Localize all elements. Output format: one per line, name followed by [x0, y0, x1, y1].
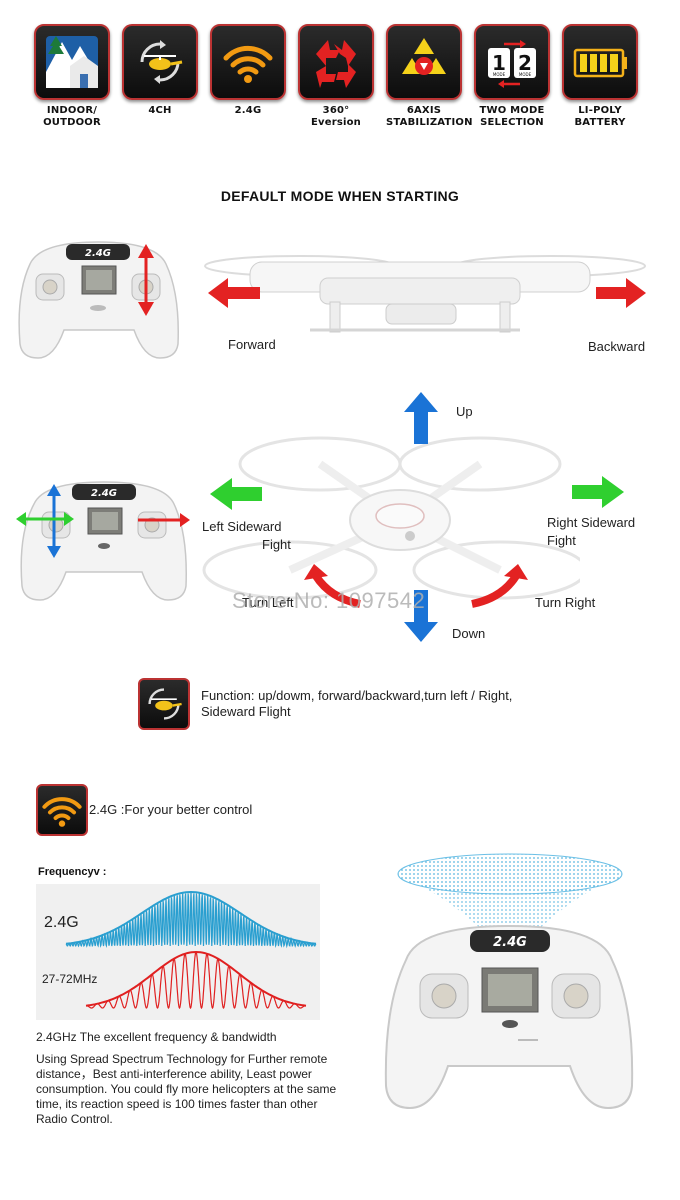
triangle-stabilization-icon: [386, 24, 462, 100]
feature-caption: INDOOR/: [46, 105, 98, 116]
frequency-waves: [65, 890, 317, 1010]
mode-two-digit: 2: [518, 51, 532, 75]
function-helicopter-icon: [138, 678, 190, 730]
feature-indoor-outdoor: INDOOR/OUTDOOR: [34, 24, 110, 129]
frequency-title: Frequencyv :: [38, 866, 107, 878]
wifi-signal-icon: [210, 24, 286, 100]
drone-side-view: [204, 255, 646, 333]
feature-caption: SELECTION: [480, 117, 544, 128]
spec-line: 2.4GHz The excellent frequency & bandwid…: [36, 1030, 277, 1044]
battery-icon: [562, 24, 638, 100]
left-sideward-arrow-icon: [210, 478, 262, 510]
down-label: Down: [452, 626, 486, 641]
backward-label: Backward: [588, 339, 646, 354]
throttle-arrow-icon: [47, 484, 61, 558]
mode-one-digit: 1: [492, 51, 506, 75]
controller-badge: 2.4G: [91, 488, 117, 499]
band1-label: 2.4G: [44, 914, 79, 931]
feature-caption: 6AXIS: [406, 105, 442, 116]
feature-caption: 360°: [322, 105, 350, 116]
controller-image-1: 2.4G: [18, 241, 179, 359]
mode-1-2-icon: 1 2 MODE MODE: [474, 24, 550, 100]
turn-left-arrow-icon: [304, 564, 361, 608]
right-sideward-arrow-icon: [572, 476, 624, 508]
left-sideward-line2: Fight: [262, 537, 291, 552]
feature-caption: LI-POLY: [578, 105, 622, 116]
signal-cone-icon: [397, 853, 623, 940]
mode-label-one: MODE: [493, 72, 506, 77]
helicopter-rotate-icon: [122, 24, 198, 100]
function-text-line1: Function: up/dowm, forward/backward,turn…: [201, 688, 513, 703]
turn-right-label: Turn Right: [535, 595, 596, 610]
feature-caption: 2.4G: [234, 105, 262, 116]
band2-label: 27-72MHz: [42, 972, 98, 986]
store-watermark: Store No: 1097542: [232, 588, 426, 613]
forward-arrow-icon: [208, 278, 260, 308]
feature-caption: BATTERY: [574, 117, 626, 128]
frequency-wave: [85, 950, 307, 1010]
right-sideward-line2: Fight: [547, 533, 576, 548]
pitch-arrow-icon: [138, 244, 154, 316]
turn-left-label: Turn Left: [242, 595, 294, 610]
rotate-arrows-icon: [298, 24, 374, 100]
feature-caption: TWO MODE: [479, 105, 545, 116]
backward-arrow-icon: [596, 278, 646, 308]
wifi-text: 2.4G :For your better control: [89, 802, 253, 817]
house-tree-icon: [34, 24, 110, 100]
left-sideward-label: Left Sideward Fight: [202, 518, 291, 554]
right-sideward-label: Right Sideward Fight: [547, 514, 635, 550]
controller-image-3: 2.4G: [384, 924, 634, 1110]
forward-label: Forward: [228, 337, 276, 352]
spec-paragraph: Using Spread Spectrum Technology for Fur…: [36, 1052, 337, 1126]
down-arrow-icon: [404, 590, 438, 642]
feature-caption: Eversion: [310, 117, 362, 128]
left-sideward-line1: Left Sideward: [202, 519, 282, 534]
up-arrow-icon: [404, 392, 438, 444]
frequency-wave: [65, 890, 317, 949]
feature-2-4g: 2.4G: [210, 24, 286, 117]
feature-4ch: 4CH: [122, 24, 198, 117]
turn-right-arrow-icon: [471, 564, 528, 608]
feature-caption: OUTDOOR: [43, 117, 101, 128]
mode-heading: DEFAULT MODE WHEN STARTING: [220, 188, 460, 204]
controller-image-2: 2.4G: [20, 481, 187, 601]
feature-caption: STABILIZATION: [386, 117, 473, 128]
right-sideward-line1: Right Sideward: [547, 515, 636, 530]
feature-caption: 4CH: [148, 105, 172, 116]
mode-label-two: MODE: [519, 72, 532, 77]
feature-360-eversion: 360°Eversion: [298, 24, 374, 129]
controller-badge: 2.4G: [493, 935, 527, 950]
up-label: Up: [456, 404, 473, 419]
function-text: Function: up/dowm, forward/backward,turn…: [201, 688, 512, 720]
roll-arrow-icon: [138, 513, 190, 527]
function-text-line2: Sideward Flight: [201, 704, 291, 719]
frequency-graphic: 2.4G 27-72MHz: [36, 884, 320, 1020]
drone-top-view: [202, 436, 580, 600]
wifi-badge-icon: [36, 784, 88, 836]
controller-badge: 2.4G: [85, 248, 111, 259]
yaw-arrow-icon: [16, 512, 74, 526]
